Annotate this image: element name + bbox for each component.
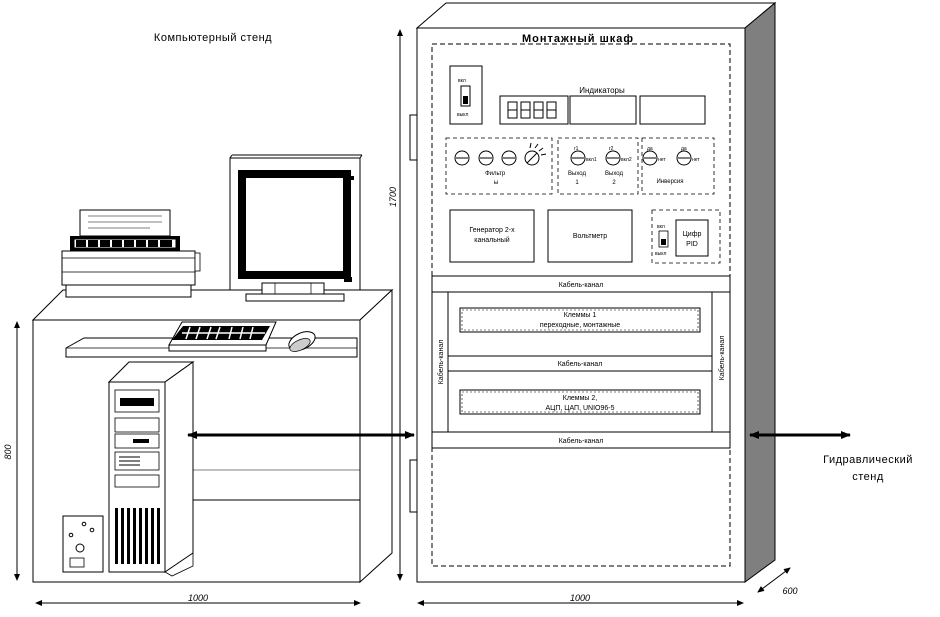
pid-switch-on: вкл: [657, 224, 665, 230]
net2-label: нет: [692, 157, 700, 163]
cabinet-title: Монтажный шкаф: [522, 33, 634, 45]
r2-label: r2: [609, 146, 614, 152]
mouse: [288, 331, 316, 352]
generator-box: [449, 209, 535, 263]
indicator-block: [499, 95, 706, 125]
cabinet-height-dim: 1700: [388, 187, 398, 207]
inversion-knobs: [641, 137, 715, 195]
printer: [61, 209, 201, 298]
r1-label: r1: [574, 146, 579, 152]
desk-height-dim: 800: [3, 444, 13, 459]
voltmeter-label: Вольтметр: [573, 233, 607, 240]
terminal-section: [431, 275, 731, 449]
net1-label: нет: [658, 157, 666, 163]
output-knobs: [557, 137, 639, 195]
cable-channel-mid: Кабель-канал: [558, 360, 603, 368]
cabinet-depth-dim: 600: [782, 586, 797, 596]
voltmeter-box: [547, 209, 633, 263]
da2-label: да: [681, 146, 687, 152]
pc-tower: [107, 361, 195, 577]
computer-stand-label: Компьютерный стенд: [154, 32, 272, 44]
indicators-label: Индикаторы: [579, 86, 625, 95]
vkl1-label: вкл1: [586, 157, 597, 163]
cable-channel-top: Кабель-канал: [559, 281, 604, 289]
power-switch-panel: вкл выкл: [449, 65, 483, 125]
pid-switch-off: выкл: [655, 251, 666, 257]
filters-label: Фильтр ы: [485, 171, 507, 186]
pid-block: [651, 209, 721, 264]
cable-channel-right: Кабель-канал: [718, 336, 726, 381]
filters-label-line1: Фильтр: [485, 171, 506, 177]
terminals2-label: Клеммы 2,АЦП, ЦАП, UNIO96-5: [546, 395, 615, 412]
filter-knobs: [445, 137, 553, 195]
power-unit: [62, 515, 104, 573]
cable-channel-left: Кабель-канал: [437, 340, 445, 385]
da1-label: да: [647, 146, 653, 152]
switch-off-label: выкл: [457, 112, 468, 118]
monitor: [229, 154, 363, 302]
cabinet-depth-arrow: [757, 567, 791, 593]
cable-channel-bottom: Кабель-канал: [559, 437, 604, 445]
desk-width-dim: 1000: [188, 593, 208, 603]
filters-label-line2: ы: [494, 180, 498, 186]
vkl2-label: вкл2: [621, 157, 632, 163]
inversion-label: Инверсия: [656, 179, 683, 185]
switch-on-label: вкл: [458, 78, 466, 84]
keyboard: [168, 321, 277, 352]
cabinet-width-dim: 1000: [570, 593, 590, 603]
